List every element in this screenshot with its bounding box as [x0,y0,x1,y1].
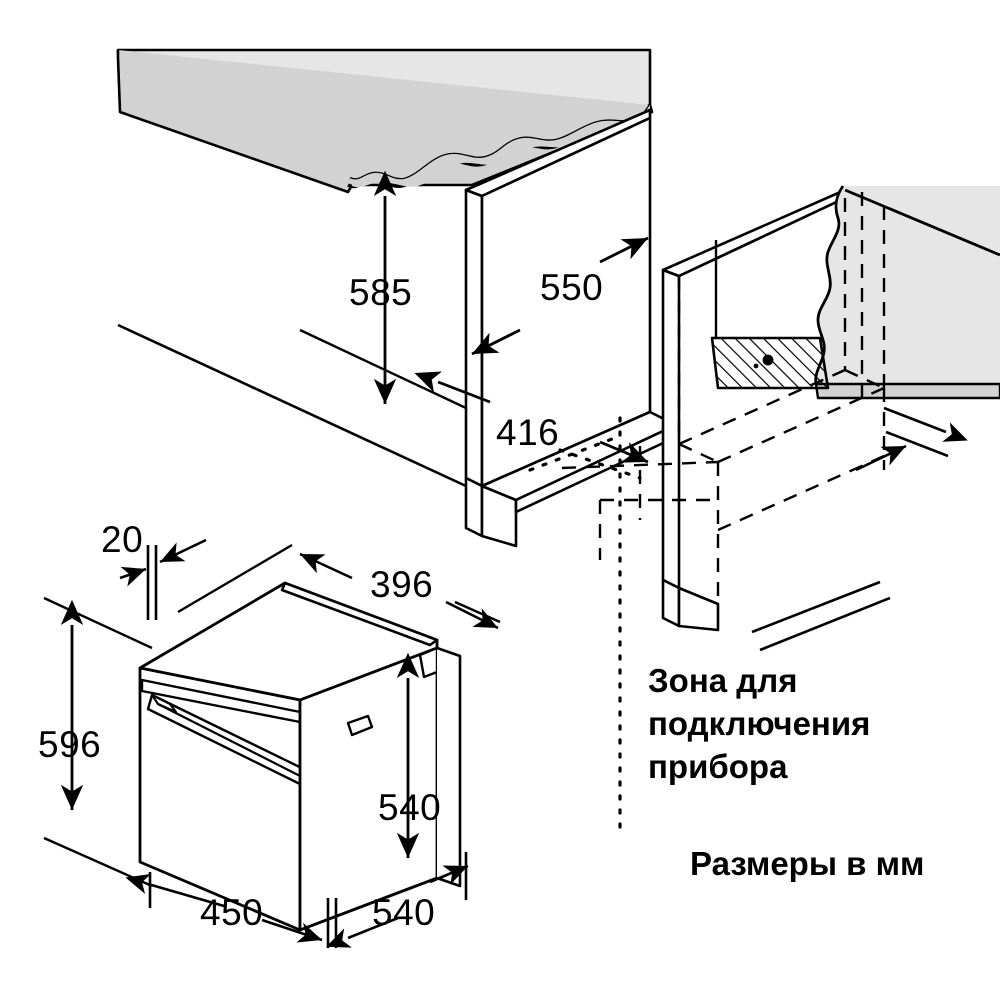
connection-zone-leader [528,416,642,832]
rear-gap-dimension-arrows [855,406,968,472]
connection-zone-note: Зона для подключения прибора [648,662,870,785]
oven-appliance [138,581,462,932]
units-note: Размеры в мм [690,845,924,882]
dimension-label-20: 20 [101,519,143,560]
dimension-label-450: 450 [200,892,263,933]
dimension-450: 450 [125,872,338,948]
niche-hidden-outline [561,196,886,604]
connection-zone-note-line-1: Зона для [648,662,797,699]
dimension-label-540-depth: 540 [372,892,435,933]
dimension-416: 416 [414,371,649,464]
dimension-label-596: 596 [38,724,101,765]
dimension-396: 396 [177,543,501,630]
wall-reference-line-upper [117,323,467,488]
dimension-596: 596 [38,596,153,888]
dimension-540-depth: 540 [326,852,469,948]
electrical-connection-box [710,336,830,390]
connection-zone-label-leader [751,580,891,652]
oven-rear-edge [436,646,462,888]
dimension-585: 585 [299,170,467,410]
rear-wall-panel [814,185,1000,400]
dimension-label-416: 416 [496,412,559,453]
dimension-label-585: 585 [349,272,412,313]
dimension-20: 20 [101,519,207,620]
connection-zone-note-line-2: подключения [648,705,870,742]
dimension-label-396: 396 [370,564,433,605]
oven-side-latch [346,714,374,737]
dimension-label-550: 550 [540,267,603,308]
dimension-label-540-height: 540 [378,787,441,828]
dimension-550: 550 [471,236,649,356]
connection-zone-note-line-3: прибора [648,748,788,785]
oven-top-trim [280,581,439,647]
cabinet-niche-assembly: 585 550 416 [116,48,1000,832]
dimension-540-height: 540 [378,652,441,858]
